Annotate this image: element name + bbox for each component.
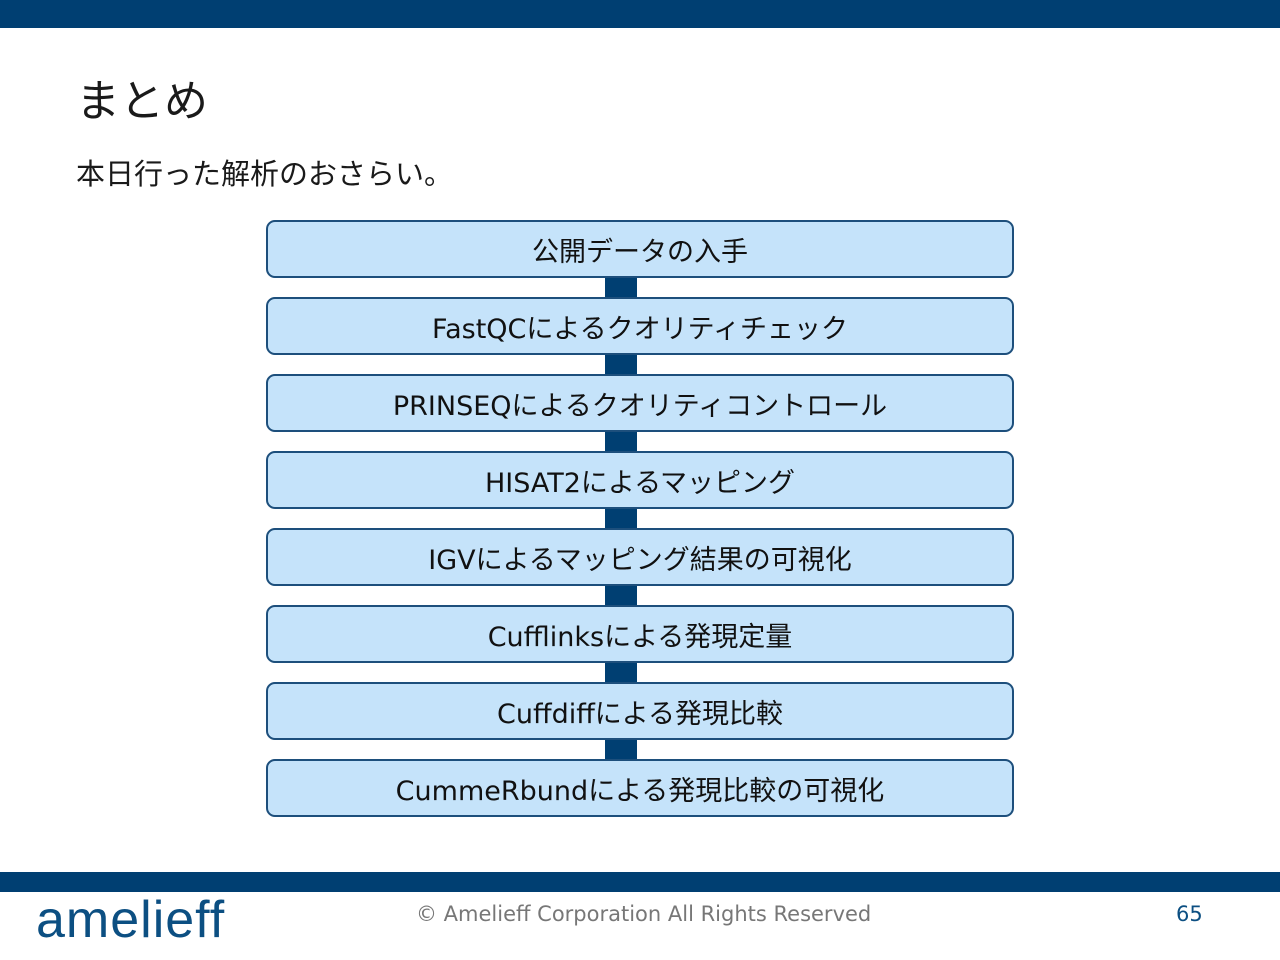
amelieff-logo: amelieff (36, 891, 226, 949)
page-subtitle: 本日行った解析のおさらい。 (76, 157, 454, 191)
step-data-acquisition: 公開データの入手 (266, 220, 1014, 278)
step-hisat2: HISAT2によるマッピング (266, 451, 1014, 509)
page-number: 65 (1176, 902, 1203, 926)
step-cufflinks: Cufflinksによる発現定量 (266, 605, 1014, 663)
step-prinseq: PRINSEQによるクオリティコントロール (266, 374, 1014, 432)
bottom-bar (0, 872, 1280, 892)
step-cummerbund: CummeRbundによる発現比較の可視化 (266, 759, 1014, 817)
step-cuffdiff: Cuffdiffによる発現比較 (266, 682, 1014, 740)
step-igv: IGVによるマッピング結果の可視化 (266, 528, 1014, 586)
top-bar (0, 0, 1280, 28)
step-fastqc: FastQCによるクオリティチェック (266, 297, 1014, 355)
workflow-diagram: 公開データの入手 FastQCによるクオリティチェック PRINSEQによるクオ… (266, 220, 1016, 820)
page-title: まとめ (76, 76, 208, 127)
copyright-text: © Amelieff Corporation All Rights Reserv… (416, 902, 872, 926)
